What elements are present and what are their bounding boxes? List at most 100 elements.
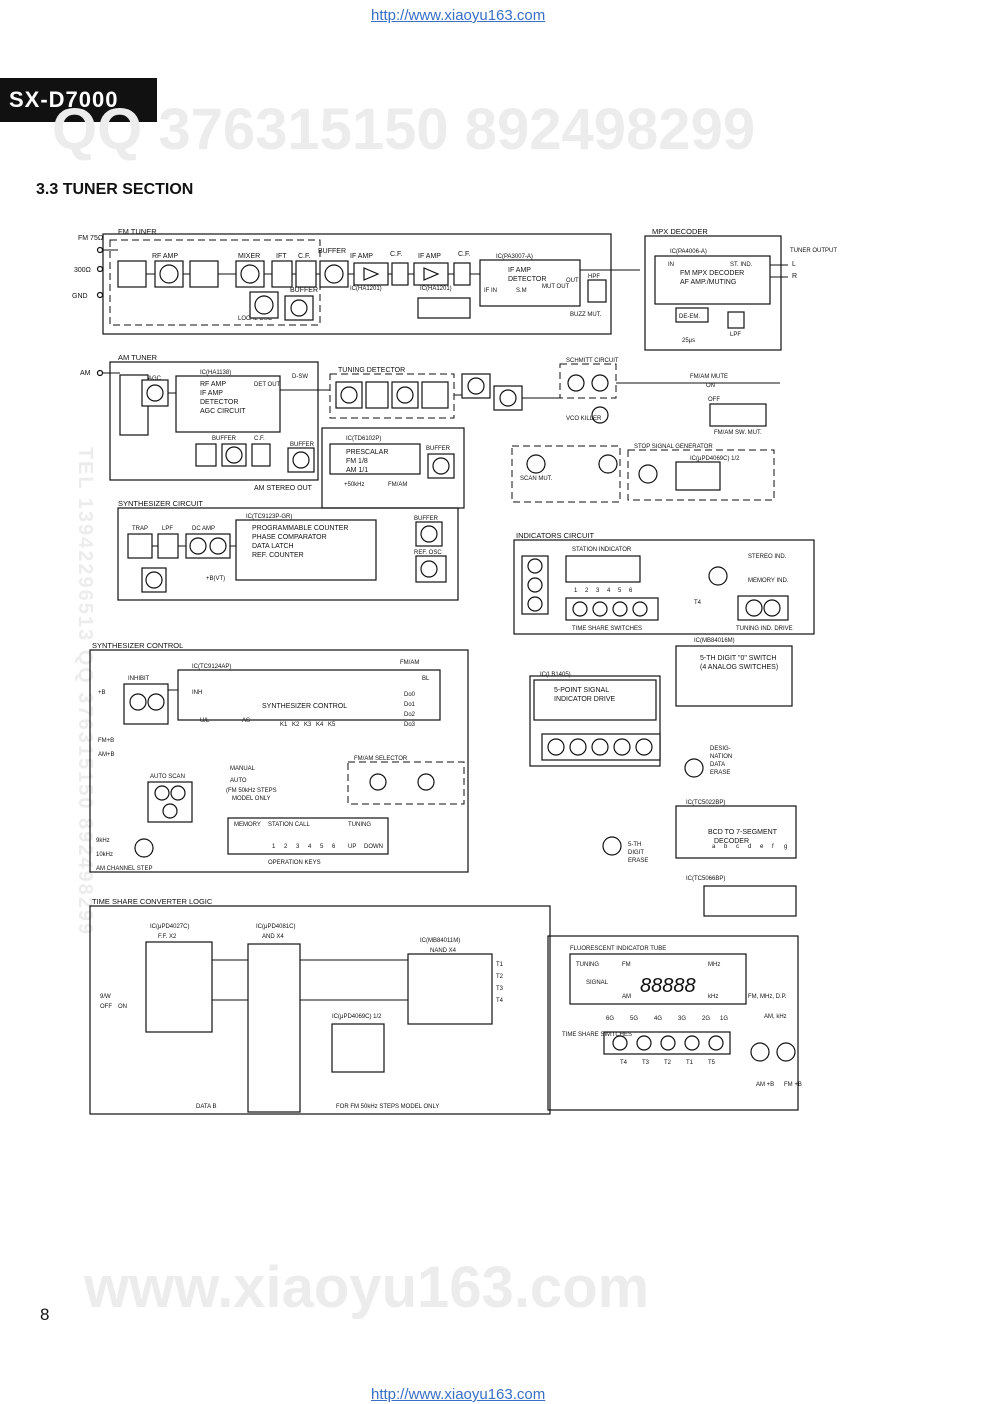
svg-text:g: g bbox=[784, 844, 787, 850]
svg-text:+B(VT): +B(VT) bbox=[206, 576, 225, 582]
source-url-top[interactable]: http://www.xiaoyu163.com bbox=[371, 7, 546, 24]
svg-text:IC(TD6102P): IC(TD6102P) bbox=[346, 436, 381, 442]
svg-text:T4: T4 bbox=[620, 1060, 628, 1066]
svg-text:TRAP: TRAP bbox=[132, 526, 148, 532]
svg-text:Do0: Do0 bbox=[404, 692, 416, 698]
svg-text:5: 5 bbox=[320, 844, 324, 850]
svg-text:FM/AM SW. MUT.: FM/AM SW. MUT. bbox=[714, 430, 762, 436]
svg-text:REF. COUNTER: REF. COUNTER bbox=[252, 552, 304, 559]
svg-text:9/W: 9/W bbox=[100, 994, 111, 1000]
svg-text:TIME SHARE CONVERTER LOGIC: TIME SHARE CONVERTER LOGIC bbox=[92, 897, 213, 906]
svg-text:T5: T5 bbox=[708, 1060, 716, 1066]
svg-text:K5: K5 bbox=[328, 722, 336, 728]
stop-signal-section: SCAN MUT. STOP SIGNAL GENERATOR IC(μPD40… bbox=[511, 444, 775, 503]
svg-text:BUZZ MUT.: BUZZ MUT. bbox=[570, 312, 602, 318]
fm-tuner-section: FM TUNER RF AMP MIXER IFT C.F. BUFFER IF… bbox=[102, 227, 640, 335]
svg-text:DATA LATCH: DATA LATCH bbox=[252, 543, 294, 550]
svg-text:FM/AM: FM/AM bbox=[400, 660, 419, 666]
fluorescent-display-section: FLUORESCENT INDICATOR TUBE TUNING FM MHz… bbox=[547, 935, 802, 1111]
svg-text:5-POINT SIGNAL: 5-POINT SIGNAL bbox=[554, 687, 609, 694]
svg-text:3: 3 bbox=[296, 844, 300, 850]
svg-text:T1: T1 bbox=[496, 962, 504, 968]
svg-text:IC(PA3007-A): IC(PA3007-A) bbox=[496, 254, 533, 260]
svg-text:6: 6 bbox=[629, 588, 633, 594]
svg-text:Do1: Do1 bbox=[404, 702, 416, 708]
svg-text:IFT: IFT bbox=[276, 253, 287, 260]
svg-text:DET OUT: DET OUT bbox=[254, 382, 281, 388]
svg-text:NATION: NATION bbox=[710, 754, 732, 760]
svg-text:10kHz: 10kHz bbox=[96, 852, 113, 858]
watermark-bottom: www.xiaoyu163.com bbox=[84, 1255, 650, 1320]
source-url-bottom[interactable]: http://www.xiaoyu163.com bbox=[371, 1386, 546, 1403]
svg-text:K2: K2 bbox=[292, 722, 300, 728]
svg-text:1: 1 bbox=[272, 844, 276, 850]
svg-text:INDICATOR DRIVE: INDICATOR DRIVE bbox=[554, 696, 616, 703]
synthesizer-control-section: SYNTHESIZER CONTROL INHIBIT +B FM+B AM+B… bbox=[89, 641, 469, 873]
svg-text:IC(MB84016M): IC(MB84016M) bbox=[694, 638, 735, 644]
svg-text:FOR FM 50kHz STEPS MODEL ONLY: FOR FM 50kHz STEPS MODEL ONLY bbox=[336, 1104, 439, 1110]
svg-text:IC(TC9124AP): IC(TC9124AP) bbox=[192, 664, 231, 670]
page-number: 8 bbox=[40, 1305, 50, 1324]
svg-text:ERASE: ERASE bbox=[710, 770, 730, 776]
svg-text:DE-EM.: DE-EM. bbox=[679, 314, 700, 320]
svg-text:1: 1 bbox=[574, 588, 578, 594]
svg-text:IC(HA1138): IC(HA1138) bbox=[200, 370, 231, 376]
svg-text:RF AMP: RF AMP bbox=[200, 381, 226, 388]
svg-text:a: a bbox=[712, 844, 716, 850]
svg-text:T4: T4 bbox=[496, 998, 504, 1004]
svg-text:5-TH DIGIT "0" SWITCH: 5-TH DIGIT "0" SWITCH bbox=[700, 655, 776, 662]
svg-text:FM: FM bbox=[622, 962, 631, 968]
svg-text:MANUAL: MANUAL bbox=[230, 766, 256, 772]
input-am: AM bbox=[80, 370, 91, 377]
svg-text:BUFFER: BUFFER bbox=[426, 446, 451, 452]
svg-text:PROGRAMMABLE COUNTER: PROGRAMMABLE COUNTER bbox=[252, 525, 348, 532]
svg-text:BUFFER: BUFFER bbox=[414, 516, 439, 522]
svg-text:d: d bbox=[748, 844, 751, 850]
svg-text:MEMORY: MEMORY bbox=[234, 822, 261, 828]
svg-text:BUFFER: BUFFER bbox=[318, 248, 346, 255]
svg-text:SYNTHESIZER CONTROL: SYNTHESIZER CONTROL bbox=[92, 641, 183, 650]
svg-text:LOCAL OSC: LOCAL OSC bbox=[238, 316, 273, 322]
svg-text:REF. OSC: REF. OSC bbox=[414, 550, 442, 556]
svg-text:AGC: AGC bbox=[148, 376, 162, 382]
svg-text:PHASE COMPARATOR: PHASE COMPARATOR bbox=[252, 534, 327, 541]
svg-text:NAND X4: NAND X4 bbox=[430, 948, 457, 954]
svg-text:MEMORY IND.: MEMORY IND. bbox=[748, 578, 789, 584]
input-gnd: GND bbox=[72, 293, 88, 300]
svg-text:ON: ON bbox=[706, 383, 715, 389]
svg-text:FM/AM: FM/AM bbox=[388, 482, 407, 488]
svg-text:IC(TC5022BP): IC(TC5022BP) bbox=[686, 800, 725, 806]
svg-text:TUNING IND. DRIVE: TUNING IND. DRIVE bbox=[736, 626, 793, 632]
svg-text:IC(μPD4081C): IC(μPD4081C) bbox=[256, 924, 295, 930]
signal-drive-section: IC(LB1405) 5-POINT SIGNAL INDICATOR DRIV… bbox=[529, 672, 661, 767]
svg-text:AM, kHz: AM, kHz bbox=[764, 1014, 787, 1020]
svg-text:MHz: MHz bbox=[708, 962, 720, 968]
svg-text:Do2: Do2 bbox=[404, 712, 416, 718]
svg-text:BUFFER: BUFFER bbox=[212, 436, 237, 442]
svg-text:IF AMP: IF AMP bbox=[508, 267, 531, 274]
svg-text:IC(HA1201): IC(HA1201) bbox=[350, 286, 382, 292]
svg-text:4: 4 bbox=[607, 588, 611, 594]
svg-text:AS: AS bbox=[242, 718, 250, 724]
svg-text:AM 1/1: AM 1/1 bbox=[346, 467, 368, 474]
svg-text:AM CHANNEL STEP: AM CHANNEL STEP bbox=[96, 866, 152, 872]
svg-text:C.F.: C.F. bbox=[390, 251, 403, 258]
input-300: 300Ω bbox=[74, 267, 91, 274]
svg-text:kHz: kHz bbox=[708, 994, 718, 1000]
svg-text:AF AMP./MUTING: AF AMP./MUTING bbox=[680, 279, 736, 286]
svg-text:TUNING DETECTOR: TUNING DETECTOR bbox=[338, 367, 405, 374]
svg-text:AM TUNER: AM TUNER bbox=[118, 353, 158, 362]
model-tag: SX-D7000 bbox=[0, 78, 157, 122]
svg-text:FM+B: FM+B bbox=[98, 738, 114, 744]
svg-text:FM/AM SELECTOR: FM/AM SELECTOR bbox=[354, 756, 408, 762]
svg-text:DC AMP: DC AMP bbox=[192, 526, 215, 532]
digit-switch-section: IC(MB84016M) 5-TH DIGIT "0" SWITCH (4 AN… bbox=[675, 638, 793, 778]
svg-text:IC(μPD4069C) 1/2: IC(μPD4069C) 1/2 bbox=[332, 1014, 382, 1020]
svg-text:IF AMP: IF AMP bbox=[200, 390, 223, 397]
svg-text:ST. IND.: ST. IND. bbox=[730, 262, 753, 268]
svg-text:R: R bbox=[792, 273, 797, 280]
ic-ha1138 bbox=[175, 375, 281, 433]
section-title: 3.3 TUNER SECTION bbox=[36, 181, 194, 198]
svg-text:25μs: 25μs bbox=[682, 338, 695, 344]
